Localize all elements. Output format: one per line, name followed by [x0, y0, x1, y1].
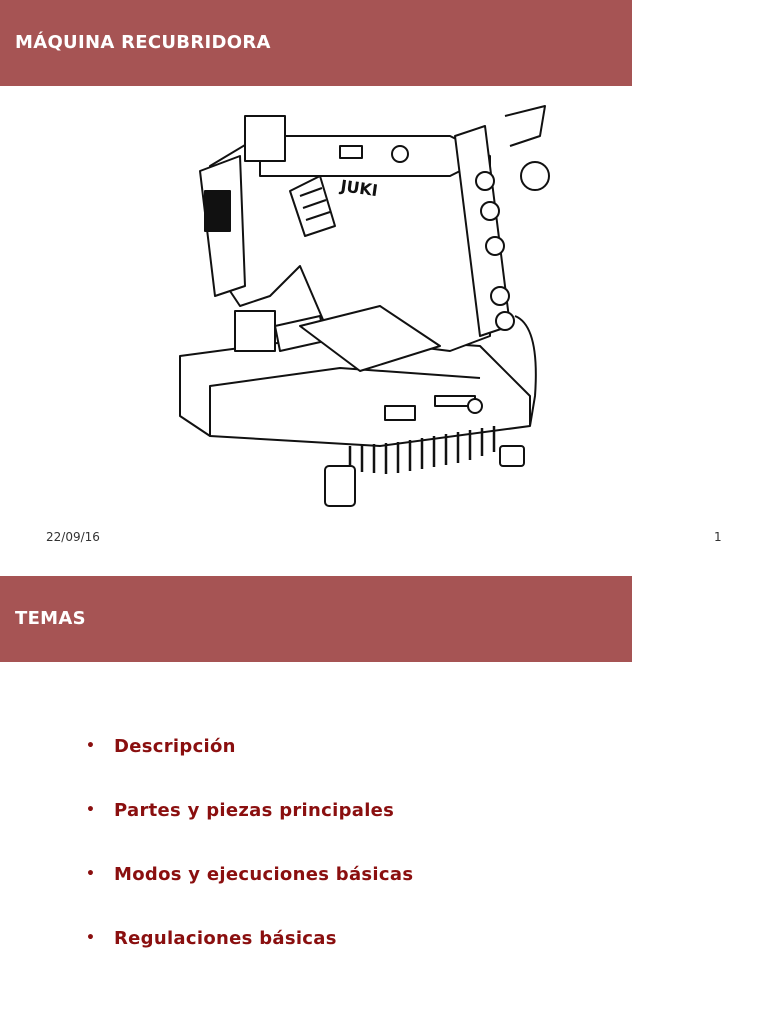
list-item: • Modos y ejecuciones básicas: [86, 864, 686, 928]
list-item-label: Descripción: [114, 736, 236, 757]
list-item: • Partes y piezas principales: [86, 800, 686, 864]
list-item-label: Modos y ejecuciones básicas: [114, 864, 414, 885]
slide-title: MÁQUINA RECUBRIDORA: [15, 32, 271, 53]
list-item: • Regulaciones básicas: [86, 928, 686, 992]
sewing-machine-icon: JUKI: [179, 105, 550, 507]
title-bar: TEMAS: [0, 576, 632, 662]
bullet-icon: •: [86, 866, 96, 882]
bullet-icon: •: [86, 738, 96, 754]
sewing-machine-illustration: JUKI: [150, 96, 570, 516]
list-item: • Descripción: [86, 736, 686, 800]
list-item-label: Partes y piezas principales: [114, 800, 395, 821]
slide-1: MÁQUINA RECUBRIDORA: [0, 0, 722, 544]
bullet-icon: •: [86, 930, 96, 946]
topic-list: • Descripción • Partes y piezas principa…: [86, 736, 686, 992]
slide-2: TEMAS • Descripción • Partes y piezas pr…: [0, 576, 768, 1024]
list-item-label: Regulaciones básicas: [114, 928, 337, 949]
slide-title: TEMAS: [15, 608, 86, 629]
page-number: 1: [714, 530, 722, 544]
slide-date: 22/09/16: [46, 530, 100, 544]
bullet-icon: •: [86, 802, 96, 818]
title-bar: MÁQUINA RECUBRIDORA: [0, 0, 632, 86]
